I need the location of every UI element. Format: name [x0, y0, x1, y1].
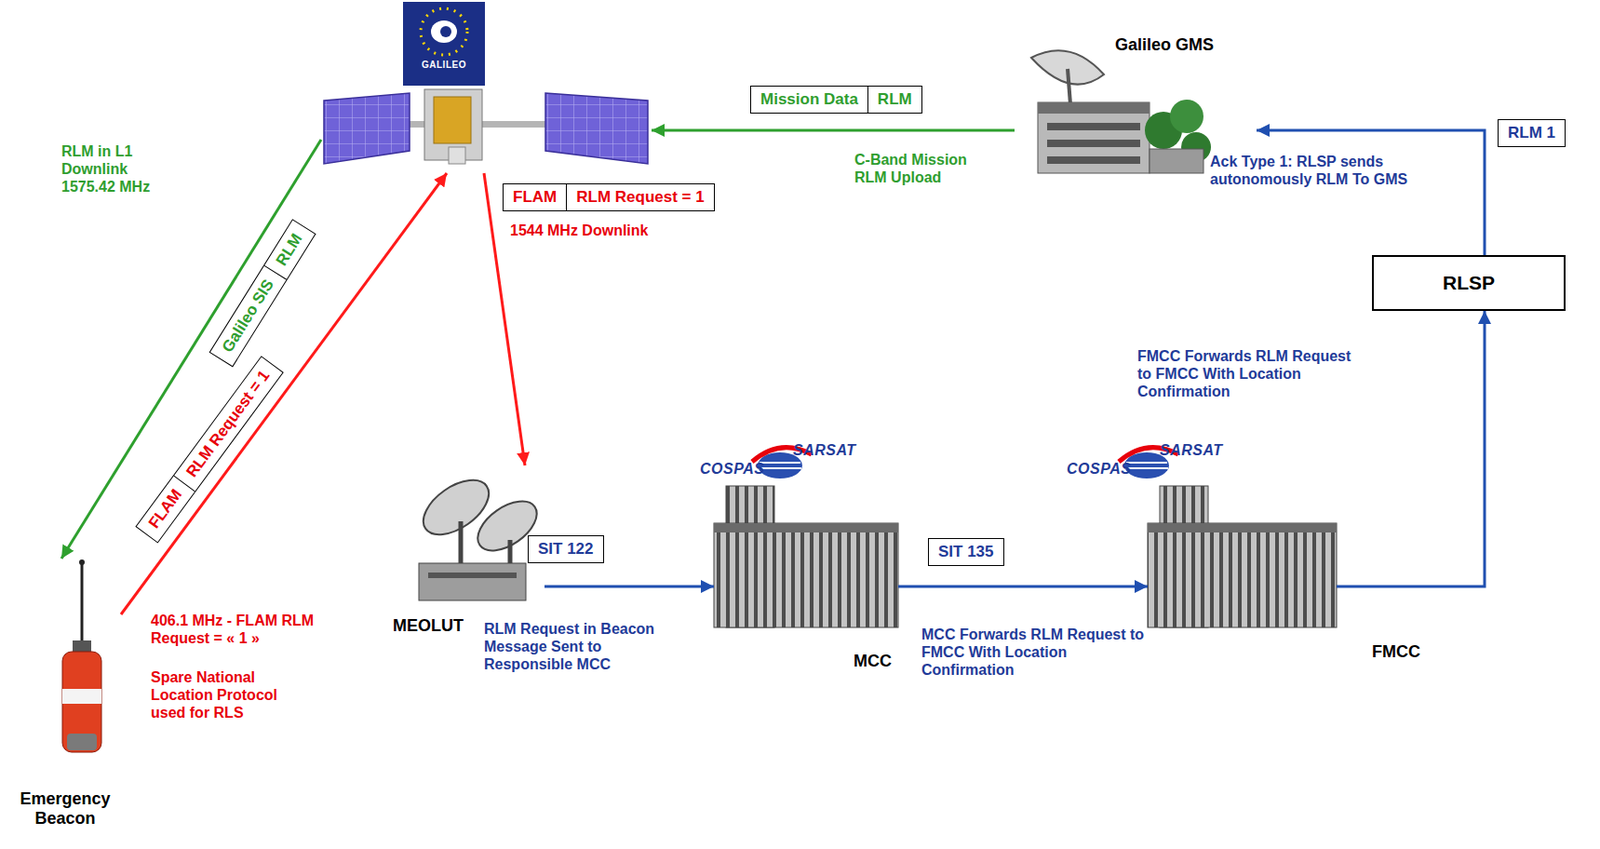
meolut-antennas-part [418, 563, 526, 601]
annotation: Spare National Location Protocol used fo… [150, 668, 300, 722]
annotation: RLM in L1 Downlink 1575.42 MHz [61, 142, 174, 196]
satellite-part [433, 96, 471, 144]
signal-arrow [1336, 310, 1485, 587]
ground-station-building-part [1047, 122, 1141, 131]
satellite-part [430, 20, 458, 43]
meolut-antennas-part [428, 572, 517, 579]
emergency-beacon-part [80, 562, 84, 645]
emergency-beacon: Emergency Beacon [9, 558, 122, 848]
ground-station-building-part [1037, 102, 1150, 174]
node-text: FLAM [136, 475, 195, 542]
node-text: RLSP [1442, 271, 1495, 295]
signal-arrow [1256, 130, 1485, 256]
annotation: MCC Forwards RLM Request to FMCC With Lo… [921, 625, 1145, 679]
signal-arrow [121, 173, 447, 615]
satellite-part [403, 1, 485, 86]
node-text: SIT 122 [528, 536, 604, 563]
fmcc-center: FMCC [1147, 484, 1337, 671]
rlsp-box: RLSP [1371, 255, 1566, 311]
sit-box: SIT 122 [527, 535, 605, 564]
mcc-building-part [713, 523, 899, 628]
ground-station-building-part [1037, 102, 1150, 114]
uplink-box: Mission DataRLM [750, 85, 923, 114]
signal-arrow [61, 139, 322, 559]
signal-arrow [484, 173, 525, 466]
satellite-part [323, 93, 410, 164]
logo-text: SARSAT [793, 441, 857, 459]
beacon-message-box: FLAMRLM Request = 1 [134, 355, 283, 543]
annotation: FMCC Forwards RLM Request to FMCC With L… [1137, 347, 1366, 401]
ground-station-building-part [1149, 148, 1204, 174]
signal-arrow [544, 585, 714, 589]
satellite-part [440, 26, 452, 38]
sit-box: SIT 135 [927, 537, 1005, 566]
emergency-beacon-part [67, 733, 97, 751]
node-text: Mission Data [751, 86, 868, 113]
fmcc-building [1147, 485, 1337, 628]
satellite [323, 1, 648, 164]
node-text: Emergency Beacon [9, 789, 122, 829]
logo-text: SARSAT [1159, 441, 1224, 459]
signal-arrow [651, 129, 1015, 133]
emergency-beacon [62, 559, 102, 753]
node-text: MEOLUT [392, 616, 464, 636]
cospas-sarsat-logo-part [758, 462, 802, 469]
logo-text: COSPAS [1066, 459, 1131, 478]
emergency-beacon-part [79, 559, 85, 565]
satellite-part [448, 147, 466, 164]
fmcc-building-part [1147, 523, 1337, 533]
node-text: RLM [264, 220, 315, 281]
node-text: RLM Request = 1 [565, 184, 713, 211]
mcc-center: MCC [713, 484, 899, 675]
node-text: RLM [867, 86, 922, 113]
annotation: 406.1 MHz - FLAM RLM Request = « 1 » [150, 611, 323, 647]
node-text: Galileo GMS [1115, 35, 1214, 55]
fmcc-building-part [1147, 523, 1337, 628]
meolut-antennas-part [458, 521, 464, 564]
signal-arrow [898, 585, 1148, 589]
meolut-antennas [414, 469, 546, 601]
logo-text: COSPAS [699, 459, 765, 478]
cospas-sarsat-logo-part [1125, 462, 1169, 469]
ground-station-building-part [1067, 68, 1071, 105]
node-text: RLM Request = 1 [174, 357, 283, 492]
node-text: RLM 1 [1498, 120, 1565, 147]
emergency-beacon-part [62, 651, 102, 753]
ground-station-building-part [1169, 99, 1204, 134]
ground-station-building-part [1047, 139, 1141, 148]
message-box: RLM 1 [1497, 119, 1566, 148]
downlink-box: FLAMRLM Request = 1 [502, 183, 715, 212]
satellite-part [545, 93, 648, 164]
annotation: Ack Type 1: RLSP sends autonomously RLM … [1210, 152, 1411, 189]
mcc-building-part [713, 523, 899, 533]
ground-station-building-part [1047, 156, 1141, 164]
annotation: RLM Request in Beacon Message Sent to Re… [484, 619, 685, 673]
annotation: C-Band Mission RLM Upload [854, 150, 995, 187]
mcc-building [713, 485, 899, 628]
emergency-beacon-part [62, 688, 102, 704]
signal-box: Galileo SISRLM [209, 219, 317, 368]
node-text: FMCC [1371, 642, 1421, 662]
ground-station-building [1031, 50, 1211, 174]
meolut-station: MEOLUT [390, 465, 545, 643]
node-text: SIT 135 [928, 538, 1004, 565]
node-text: Galileo SIS [210, 266, 286, 366]
annotation: 1544 MHz Downlink [510, 221, 648, 240]
satellite: GALILEO [321, 0, 652, 174]
node-text: GALILEO [403, 59, 485, 71]
node-text: MCC [853, 651, 892, 672]
satellite-part [420, 8, 468, 55]
node-text: FLAM [503, 184, 566, 211]
